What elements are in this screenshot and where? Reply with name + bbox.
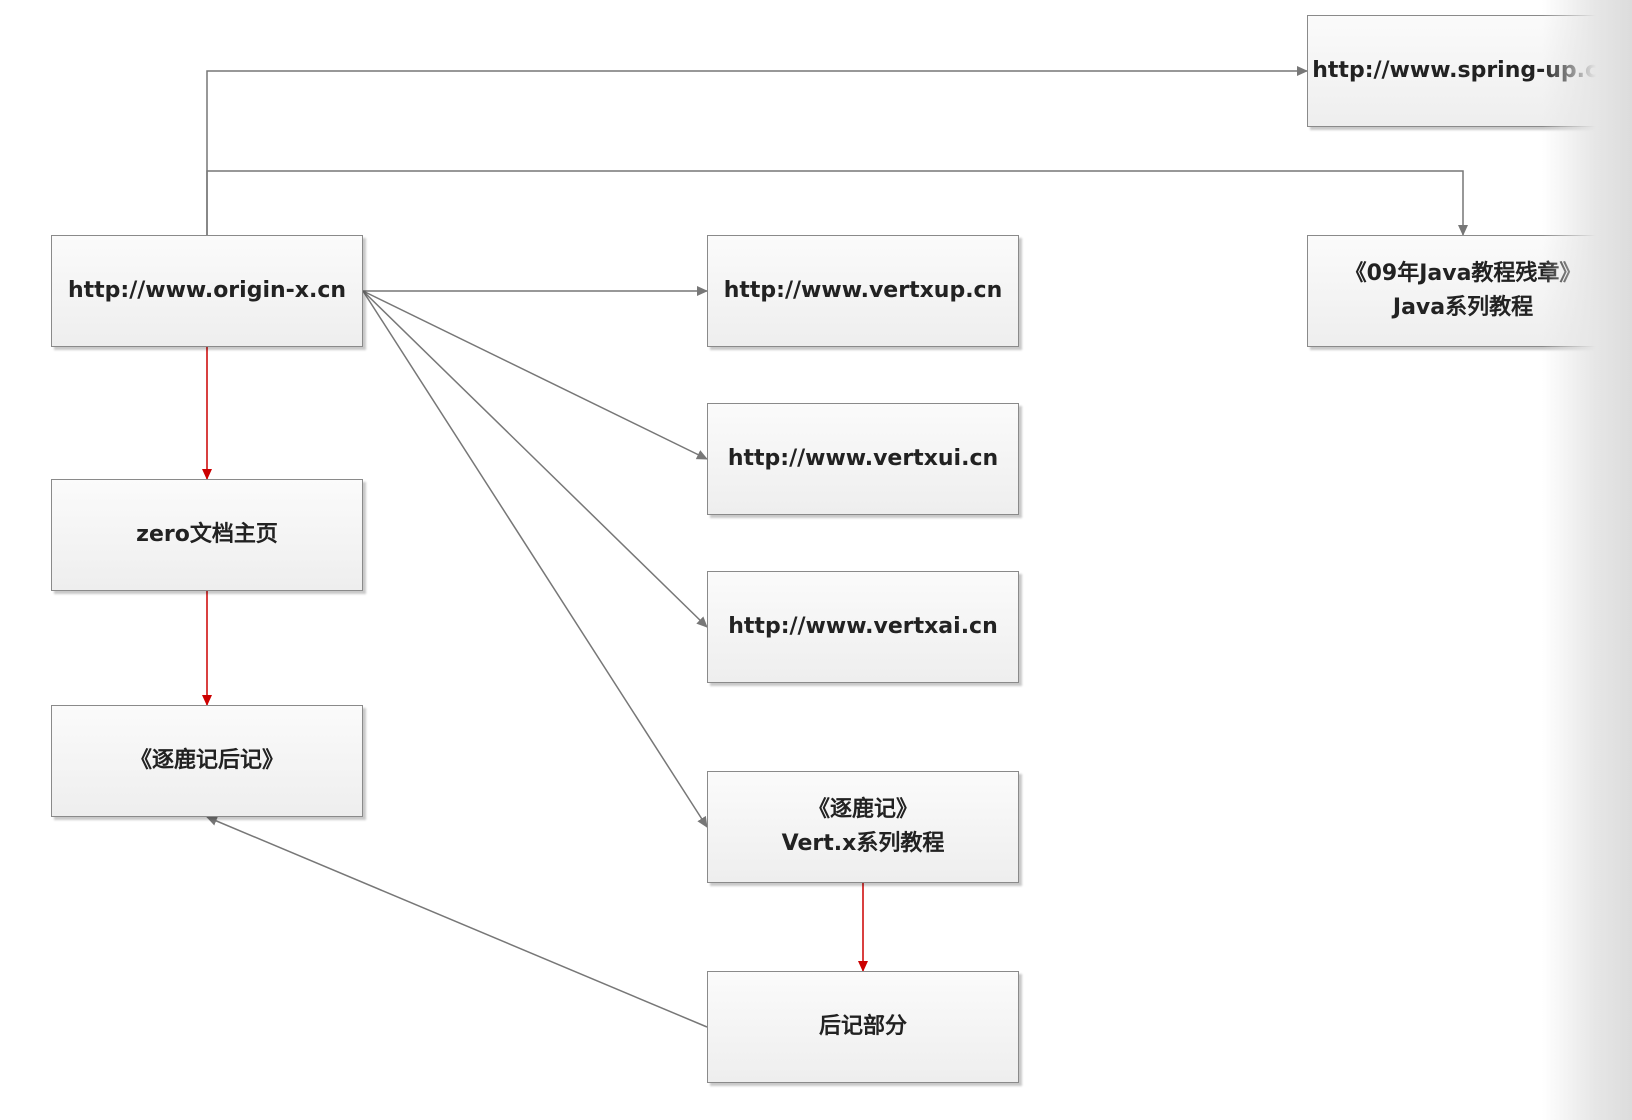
edge-origin-to-vertxai	[362, 290, 708, 628]
node-epilogue-section[interactable]: 后记部分	[707, 971, 1019, 1083]
edge-origin-to-vertxui	[362, 290, 708, 460]
page-edge-shadow	[1542, 0, 1632, 1120]
node-java09-subtitle: Java系列教程	[1392, 295, 1534, 320]
node-vertxai-label: http://www.vertxai.cn	[728, 614, 998, 639]
node-zhulu-epilogue-label: 《逐鹿记后记》	[129, 748, 284, 773]
node-zhulu-vertx-tutorial[interactable]: 《逐鹿记》 Vert.x系列教程	[707, 771, 1019, 883]
node-epilogue-section-label: 后记部分	[818, 1014, 907, 1039]
node-vertxup-label: http://www.vertxup.cn	[723, 278, 1003, 303]
edge-origin-to-java09	[206, 170, 1468, 236]
edge-origin-to-zhulu	[362, 290, 708, 828]
node-origin-x-label: http://www.origin-x.cn	[67, 278, 347, 303]
node-vertxui-label: http://www.vertxui.cn	[727, 446, 999, 471]
node-zhulu-epilogue[interactable]: 《逐鹿记后记》	[51, 705, 363, 817]
edge-houjibufen-to-houji	[206, 816, 708, 1028]
node-vertxui[interactable]: http://www.vertxui.cn	[707, 403, 1019, 515]
node-zero-docs-home[interactable]: zero文档主页	[51, 479, 363, 591]
node-vertxai[interactable]: http://www.vertxai.cn	[707, 571, 1019, 683]
node-zero-docs-home-label: zero文档主页	[136, 522, 278, 547]
node-zhulu-subtitle: Vert.x系列教程	[781, 831, 945, 856]
node-zhulu-title: 《逐鹿记》	[807, 797, 918, 822]
node-vertxup[interactable]: http://www.vertxup.cn	[707, 235, 1019, 347]
node-java09-title: 《09年Java教程残章》	[1344, 261, 1582, 286]
edge-origin-to-springup	[206, 66, 1308, 235]
node-origin-x[interactable]: http://www.origin-x.cn	[51, 235, 363, 347]
